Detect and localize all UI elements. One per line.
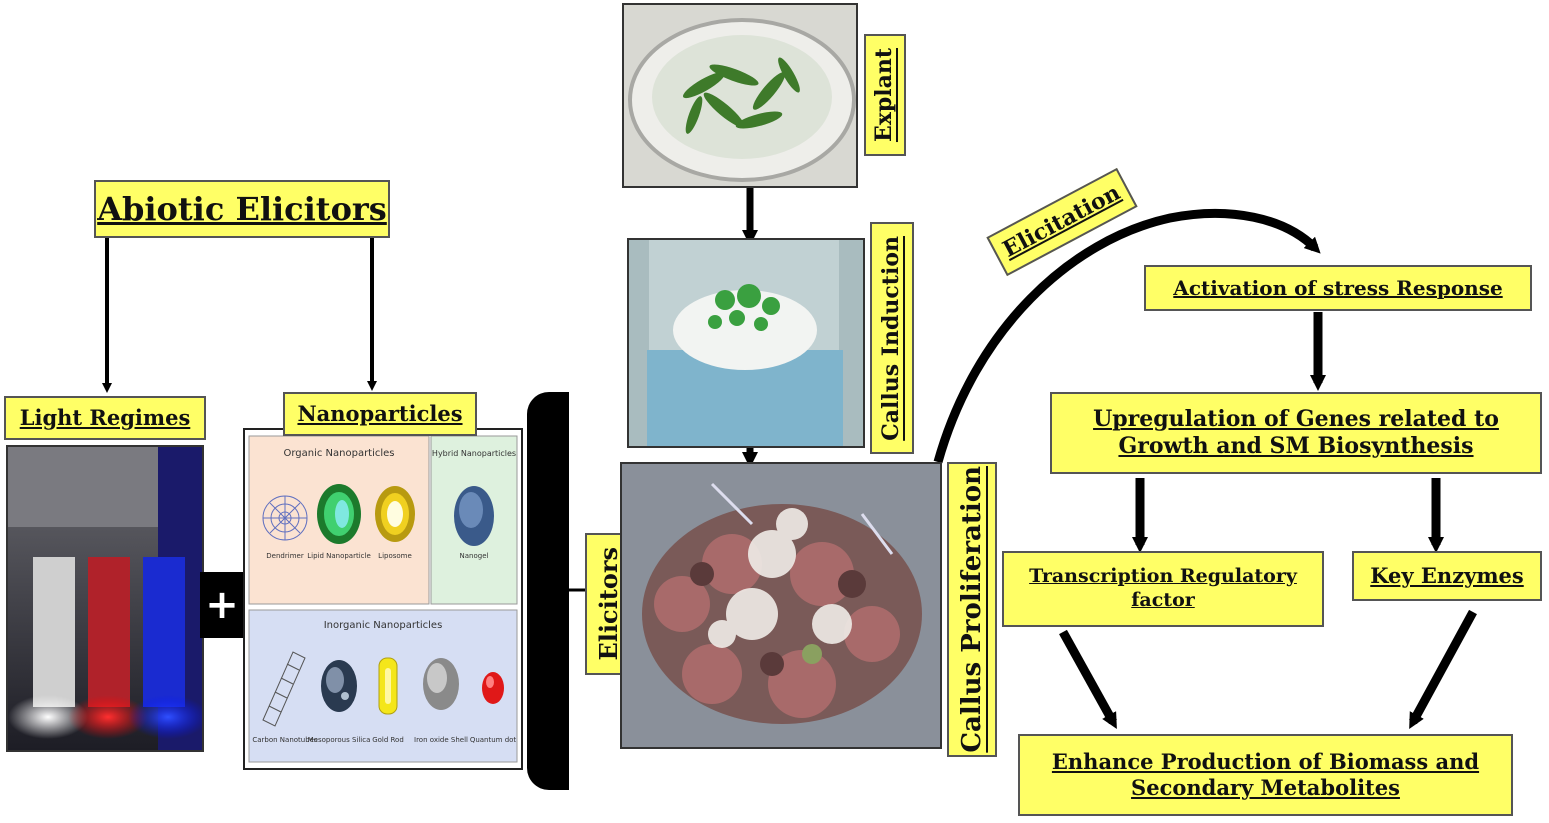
explant-label: Explant: [864, 34, 906, 156]
arrow-elicitation-curve: [933, 208, 1321, 464]
genes-label: Upregulation of Genes related to Growth …: [1050, 392, 1542, 474]
dendrimer-icon: [262, 495, 308, 541]
carbon-nanotubes-icon: [262, 651, 306, 727]
callus-induction-label: Callus Induction: [870, 222, 914, 454]
nanogel-icon: [454, 486, 494, 546]
explant-image: [622, 3, 858, 188]
light-regimes-image: [6, 445, 204, 752]
enhance-production-label: Enhance Production of Biomass and Second…: [1018, 734, 1513, 816]
inorganic-title: Inorganic Nanoparticles: [324, 620, 443, 631]
enhance-line2: Secondary Metabolites: [1131, 775, 1400, 800]
gold-rod-icon: [378, 657, 398, 715]
mesoporous-silica-caption: Mesoporous Silica: [308, 736, 371, 744]
arrow-enzymes-to-enhance: [1409, 609, 1477, 730]
organic-title: Organic Nanoparticles: [283, 448, 394, 459]
stress-response-label: Activation of stress Response: [1144, 265, 1532, 311]
carbon-nanotubes-caption: Carbon Nanotubes: [252, 736, 318, 744]
quantum-dot-caption: Quantum dot: [470, 736, 517, 744]
light-regimes-label: Light Regimes: [4, 396, 206, 440]
nanoparticles-label: Nanoparticles: [283, 392, 477, 436]
gold-rod-caption: Gold Rod: [372, 736, 404, 744]
nanoparticles-panel: Organic Nanoparticles Hybrid Nanoparticl…: [243, 428, 523, 770]
nanogel-caption: Nanogel: [460, 552, 489, 560]
tf-line1: Transcription Regulatory: [1029, 565, 1297, 588]
callus-proliferation-label: Callus Proliferation: [947, 462, 997, 757]
callus-proliferation-text: Callus Proliferation: [956, 466, 987, 753]
callus-proliferation-image: [620, 462, 942, 749]
iron-oxide-caption: Iron oxide Shell: [414, 736, 468, 744]
transcription-factor-label: Transcription Regulatory factor: [1002, 551, 1324, 627]
lipid-nanoparticle-icon: [317, 484, 361, 544]
key-enzymes-label: Key Enzymes: [1352, 551, 1542, 601]
liposome-icon: [375, 486, 415, 542]
hybrid-title: Hybrid Nanoparticles: [432, 449, 516, 458]
arrow-tf-to-enhance: [1059, 629, 1117, 729]
tf-line2: factor: [1131, 589, 1195, 611]
enhance-line1: Enhance Production of Biomass and: [1051, 748, 1480, 774]
plus-sign: +: [200, 572, 244, 638]
dendrimer-caption: Dendrimer: [266, 552, 304, 560]
liposome-caption: Liposome: [378, 552, 412, 560]
callus-induction-image: [627, 238, 865, 448]
genes-line2: Growth and SM Biosynthesis: [1118, 433, 1474, 459]
abiotic-elicitors-label: Abiotic Elicitors: [94, 180, 390, 238]
callus-induction-text: Callus Induction: [878, 235, 905, 441]
quantum-dot-icon: [482, 672, 504, 704]
iron-oxide-shell-icon: [423, 658, 459, 710]
explant-text: Explant: [871, 47, 898, 143]
mesoporous-silica-icon: [321, 660, 357, 712]
genes-line1: Upregulation of Genes related to: [1093, 405, 1499, 432]
lipid-caption: Lipid Nanoparticle: [307, 552, 371, 560]
elicitors-bracket: [527, 392, 569, 790]
